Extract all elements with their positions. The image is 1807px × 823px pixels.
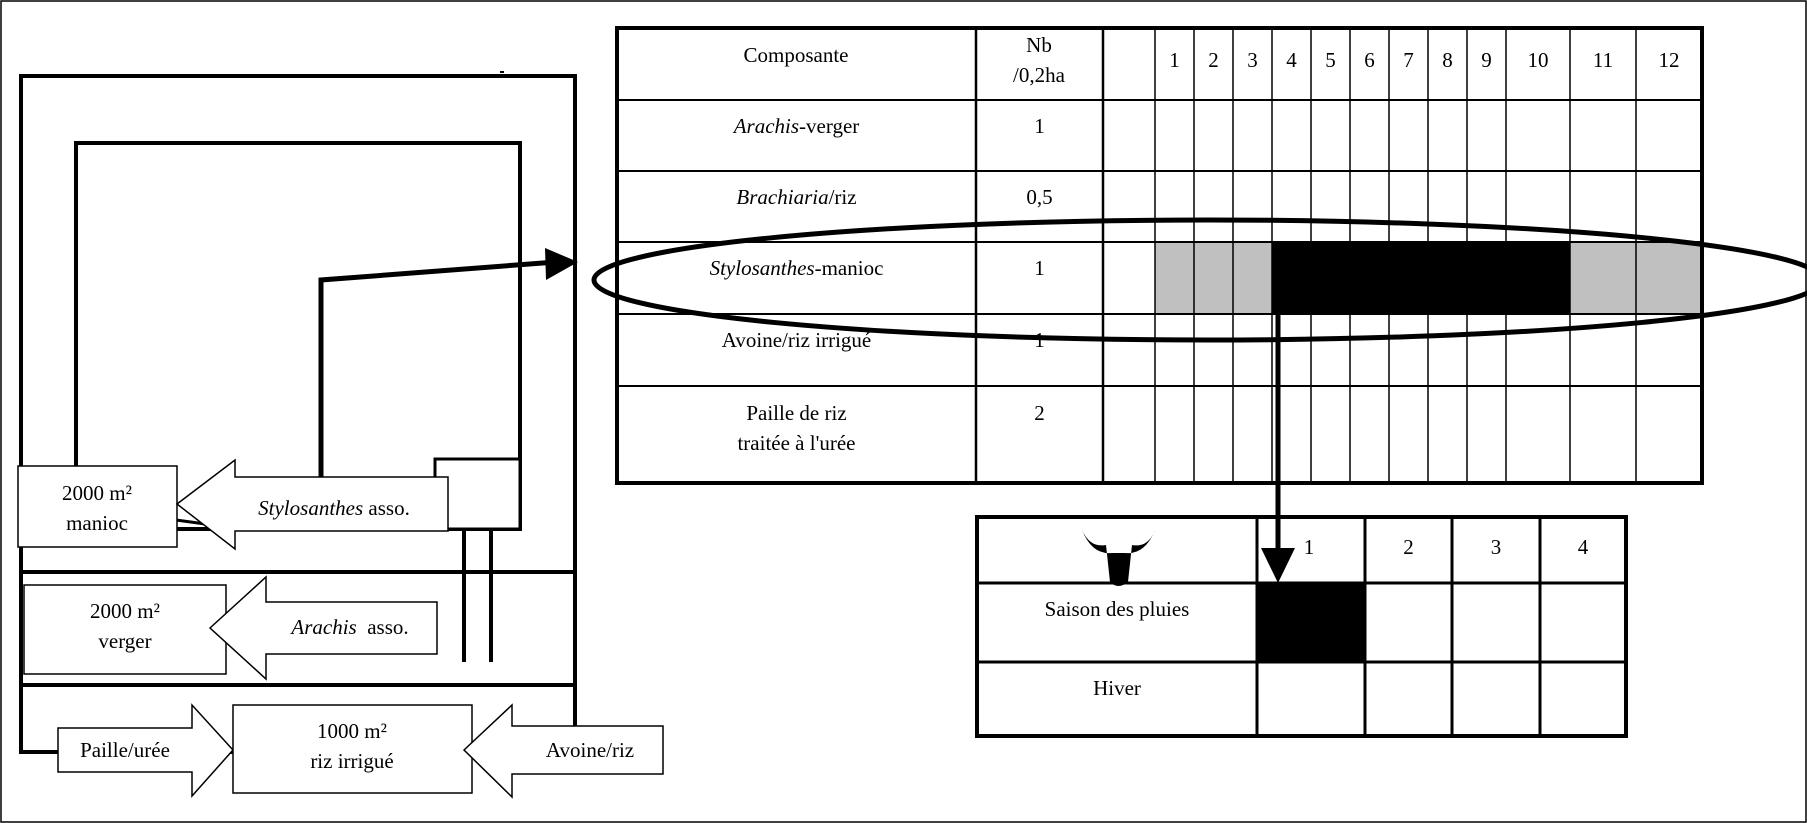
component-name-rest: -verger bbox=[799, 114, 859, 138]
connector-to-table bbox=[318, 259, 557, 529]
arachis-italic: Arachis bbox=[289, 615, 356, 639]
component-nb: 1 bbox=[1034, 256, 1045, 280]
component-nb: 1 bbox=[1034, 114, 1045, 138]
component-nb: 2 bbox=[1034, 401, 1045, 425]
month-header-1: 1 bbox=[1169, 48, 1180, 72]
component-name-italic: Brachiaria bbox=[736, 185, 828, 209]
arachis-suffix: asso. bbox=[357, 615, 409, 639]
component-name: Avoine/riz irrigué bbox=[722, 328, 871, 352]
month-fill-9 bbox=[1467, 242, 1506, 314]
season-fills bbox=[1257, 583, 1365, 662]
stylosanthes-suffix: asso. bbox=[363, 496, 410, 520]
month-header-8: 8 bbox=[1442, 48, 1453, 72]
season-arrowhead bbox=[1261, 548, 1295, 583]
season-col-header-3: 3 bbox=[1491, 535, 1502, 559]
season-table-border bbox=[975, 515, 1628, 738]
month-header-10: 10 bbox=[1528, 48, 1549, 72]
component-name-line2: traitée à l'urée bbox=[737, 431, 855, 455]
arachis-arrow-text: Arachis asso. bbox=[289, 615, 408, 639]
header-composante: Composante bbox=[744, 43, 849, 67]
component-table-border bbox=[615, 26, 1704, 485]
month-fill-7 bbox=[1389, 242, 1428, 314]
month-fill-1 bbox=[1155, 242, 1194, 314]
month-fill-11 bbox=[1570, 242, 1636, 314]
stable-building bbox=[433, 457, 522, 531]
month-header-7: 7 bbox=[1403, 48, 1414, 72]
verger-label-text: verger bbox=[98, 629, 151, 653]
stylosanthes-arrow-shape bbox=[175, 458, 449, 551]
arachis-arrow-shape bbox=[208, 575, 438, 681]
component-name: Paille de riz bbox=[746, 401, 846, 425]
month-fill-5 bbox=[1311, 242, 1350, 314]
month-header-4: 4 bbox=[1286, 48, 1297, 72]
riz-area-text: 1000 m² bbox=[317, 719, 387, 743]
component-name-rest: Avoine/riz irrigué bbox=[722, 328, 871, 352]
month-header-5: 5 bbox=[1325, 48, 1336, 72]
component-nb: 0,5 bbox=[1026, 185, 1052, 209]
component-name-rest: Paille de riz bbox=[746, 401, 846, 425]
month-header-2: 2 bbox=[1208, 48, 1219, 72]
bull-head-icon bbox=[1082, 530, 1155, 586]
component-name: Arachis-verger bbox=[732, 114, 860, 138]
manioc-label-text: manioc bbox=[66, 511, 128, 535]
component-table-grid bbox=[615, 26, 1704, 485]
season-col-header-1: 1 bbox=[1304, 535, 1315, 559]
season-col-header-2: 2 bbox=[1403, 535, 1414, 559]
paille-arrow-shape bbox=[57, 703, 235, 798]
season-col-header-4: 4 bbox=[1578, 535, 1589, 559]
manioc-area-text: 2000 m² bbox=[62, 481, 132, 505]
verger-area-text: 2000 m² bbox=[90, 599, 160, 623]
month-fill-2 bbox=[1194, 242, 1233, 314]
month-header-9: 9 bbox=[1481, 48, 1492, 72]
manioc-box bbox=[17, 465, 178, 548]
riz-box bbox=[232, 704, 473, 794]
component-name-rest: /riz bbox=[829, 185, 857, 209]
avoine-arrow-shape bbox=[462, 703, 664, 799]
stylosanthes-highlight-ellipse bbox=[591, 217, 1807, 343]
stylosanthes-arrow-text: Stylosanthes asso. bbox=[258, 496, 410, 520]
component-name-italic: Stylosanthes bbox=[710, 256, 815, 280]
paille-arrow-text: Paille/urée bbox=[80, 738, 170, 762]
header-nb-line2: /0,2ha bbox=[1013, 63, 1066, 87]
season-row-label: Hiver bbox=[1093, 676, 1141, 700]
month-fill-6 bbox=[1350, 242, 1389, 314]
avoine-arrow-text: Avoine/riz bbox=[546, 738, 634, 762]
riz-label-text: riz irrigué bbox=[310, 749, 393, 773]
stylosanthes-month-fills bbox=[1155, 242, 1702, 314]
month-fill-12 bbox=[1636, 242, 1702, 314]
month-fill-8 bbox=[1428, 242, 1467, 314]
season-table-grid bbox=[975, 515, 1628, 738]
component-name-rest: -manioc bbox=[815, 256, 884, 280]
month-header-6: 6 bbox=[1364, 48, 1375, 72]
month-header-3: 3 bbox=[1247, 48, 1258, 72]
month-fill-4 bbox=[1272, 242, 1311, 314]
season-row-label: Saison des pluies bbox=[1045, 597, 1190, 621]
season-fill-cell bbox=[1257, 583, 1365, 662]
month-header-12: 12 bbox=[1659, 48, 1680, 72]
verger-box bbox=[23, 584, 227, 675]
header-nb-line1: Nb bbox=[1026, 33, 1052, 57]
month-header-11: 11 bbox=[1593, 48, 1613, 72]
component-name: Stylosanthes-manioc bbox=[710, 256, 884, 280]
month-fill-3 bbox=[1233, 242, 1272, 314]
component-name-italic: Arachis bbox=[732, 114, 799, 138]
component-name: Brachiaria/riz bbox=[736, 185, 856, 209]
month-fill-10 bbox=[1506, 242, 1570, 314]
stylosanthes-italic: Stylosanthes bbox=[258, 496, 363, 520]
connector-arrowhead bbox=[545, 248, 578, 280]
farm-plan: 2000 m² manioc Stylosanthes asso. 2000 m… bbox=[17, 71, 664, 799]
